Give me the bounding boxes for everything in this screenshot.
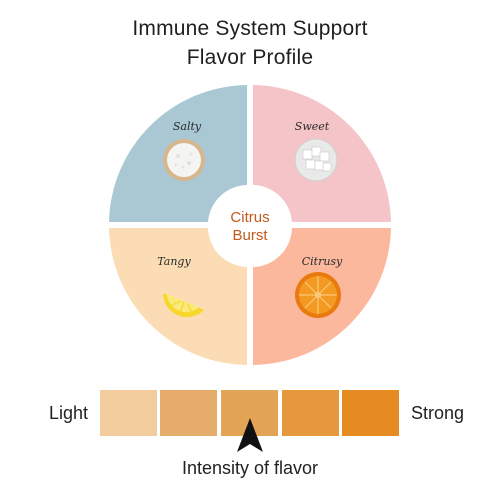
intensity-high-label: Strong xyxy=(411,403,465,423)
quadrant-tangy xyxy=(109,228,247,365)
lemon-slice-icon xyxy=(162,293,204,318)
quadrant-label-sweet: Sweet xyxy=(295,120,330,133)
intensity-level-5 xyxy=(342,390,399,436)
intensity-pointer-icon xyxy=(237,418,263,452)
title-line-1: Immune System Support xyxy=(132,17,368,40)
quadrant-label-tangy: Tangy xyxy=(157,255,191,268)
intensity-level-2 xyxy=(160,390,217,436)
intensity-level-1 xyxy=(100,390,157,436)
sugar-cubes-icon xyxy=(294,138,338,182)
page-title: Immune System Support Flavor Profile xyxy=(0,14,500,72)
intensity-low-label: Light xyxy=(49,403,89,423)
center-circle xyxy=(210,185,290,265)
intensity-level-4 xyxy=(282,390,339,436)
center-label-line-1: Citrus xyxy=(230,209,269,226)
salt-icon xyxy=(163,139,205,181)
orange-slice-icon xyxy=(295,272,341,318)
title-line-2: Flavor Profile xyxy=(186,46,314,69)
center-label-line-2: Burst xyxy=(232,227,268,244)
quadrant-label-salty: Salty xyxy=(173,120,202,133)
quadrant-label-citrusy: Citrusy xyxy=(302,255,343,268)
intensity-caption: Intensity of flavor xyxy=(181,458,319,478)
